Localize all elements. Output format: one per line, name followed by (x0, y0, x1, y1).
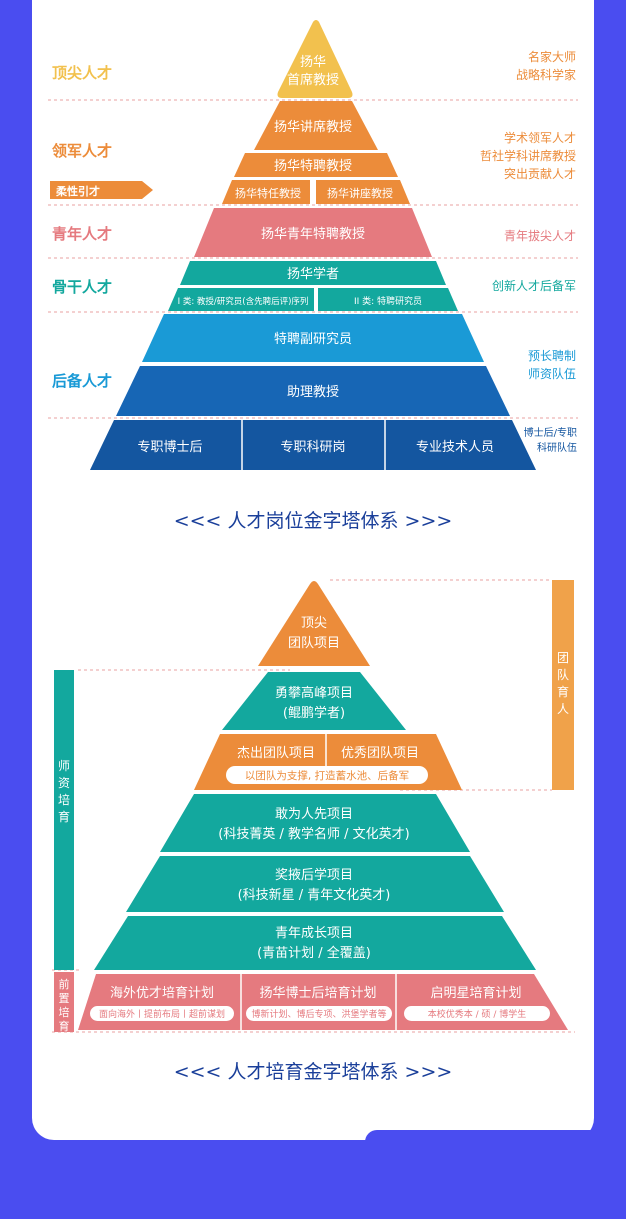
left-label-core: 骨干人才 (52, 278, 112, 296)
youth-line2: (青苗计划 / 全覆盖) (257, 945, 371, 961)
overseas-sub-pill (90, 1006, 234, 1021)
right-label-base-2: 科研队伍 (537, 441, 577, 454)
talent-position-pyramid: 扬华 首席教授 扬华讲席教授 扬华特聘教授 扬华特任教授 扬华讲座教授 扬华青年… (48, 20, 578, 532)
right-label-core: 创新人才后备军 (492, 278, 576, 293)
distinguished-label: 扬华特聘教授 (274, 158, 352, 174)
level-base (90, 420, 536, 470)
team-char-4: 人 (557, 702, 569, 716)
cultivation-apex (258, 581, 370, 666)
team-char-2: 队 (557, 667, 569, 682)
postdoc-sub: 博新计划、博后专项、洪堡学者等 (251, 1008, 386, 1020)
apex-label-line2: 首席教授 (287, 72, 339, 88)
left-label-youth: 青年人才 (52, 225, 112, 243)
right-label-top-2: 战略科学家 (516, 67, 576, 82)
level-apex (277, 20, 353, 98)
faculty-char-1: 师 (58, 759, 70, 773)
right-label-lead-3: 突出贡献人才 (504, 166, 576, 181)
associate-researcher-label: 特聘副研究员 (274, 332, 352, 347)
level-associate-researcher (142, 314, 484, 362)
young-label: 扬华青年特聘教授 (261, 226, 365, 242)
level-scholar-type1 (168, 288, 314, 311)
card-corner-cutout (365, 1130, 594, 1144)
level-distinguished-professor (234, 153, 398, 177)
level-dividers (48, 99, 578, 419)
pre-char-2: 置 (59, 992, 70, 1005)
pre-char-4: 育 (59, 1019, 70, 1033)
level-appointed-professor (222, 180, 310, 204)
scholar-label: 扬华学者 (287, 266, 339, 282)
peak-line1: 勇攀高峰项目 (275, 685, 353, 701)
base-postdoc-label: 专职博士后 (137, 440, 202, 455)
right-label-lead-1: 学术领军人才 (504, 130, 576, 145)
base-research-label: 专职科研岗 (280, 440, 345, 455)
caption-talent-pyramid: <<< 人才岗位金字塔体系 >>> (174, 510, 453, 532)
appointed-label: 扬华特任教授 (235, 186, 301, 200)
right-label-top-1: 名家大师 (528, 49, 576, 64)
overseas-sub: 面向海外丨提前布局丨超前谋划 (99, 1008, 225, 1020)
reward-line2: (科技新星 / 青年文化英才) (238, 887, 391, 903)
postdoc-title: 扬华博士后培育计划 (259, 985, 376, 1001)
caption-cultivation-pyramid: <<< 人才培育金字塔体系 >>> (174, 1061, 453, 1083)
faculty-char-4: 育 (58, 809, 70, 824)
team-char-1: 团 (557, 651, 569, 665)
scholar-type2-label: II 类: 特聘研究员 (354, 295, 422, 307)
youth-line1: 青年成长项目 (275, 926, 353, 941)
morningstar-sub: 本校优秀本 / 硕 / 博学生 (428, 1008, 527, 1020)
left-label-flexible: 柔性引才 (55, 184, 100, 198)
talent-cultivation-pyramid: 团 队 育 人 师 资 培 育 前 置 培 育 顶尖 团队项目 勇攀高峰项目 (… (52, 579, 575, 1083)
level-scholar-type2 (318, 288, 458, 311)
morningstar-title: 启明星培育计划 (430, 985, 521, 1001)
pre-char-3: 培 (59, 1005, 70, 1019)
peak-line2: (鲲鹏学者) (283, 705, 345, 721)
cult-apex-line2: 团队项目 (288, 636, 340, 651)
level-young-professor (194, 208, 432, 257)
level-lecture-professor (316, 180, 410, 204)
right-label-reserve-1: 预长聘制 (528, 349, 576, 363)
level-assistant-professor (116, 366, 510, 416)
scholar-type1-label: I 类: 教授/研究员(含先聘后评)序列 (178, 296, 309, 307)
level-chair-professor (254, 101, 378, 150)
cult-apex-line1: 顶尖 (301, 616, 327, 631)
left-label-top: 顶尖人才 (52, 64, 112, 82)
excellent-team-label: 优秀团队项目 (341, 746, 419, 761)
base-technical-label: 专业技术人员 (416, 440, 494, 455)
daring-line1: 敢为人先项目 (275, 807, 353, 822)
cultivation-reward (126, 856, 504, 912)
team-char-3: 育 (557, 684, 569, 699)
overseas-title: 海外优才培育计划 (110, 985, 214, 1001)
faculty-cultivation-bar (54, 670, 74, 970)
cultivation-peak (222, 672, 406, 730)
outstanding-team-label: 杰出团队项目 (237, 746, 315, 761)
cultivation-daring (160, 794, 470, 852)
apex-label-line1: 扬华 (300, 55, 326, 70)
lecture-label: 扬华讲座教授 (327, 186, 393, 200)
left-label-lead: 领军人才 (51, 142, 112, 160)
cultivation-youth (94, 916, 536, 970)
team-note: 以团队为支撑, 打造蓄水池、后备军 (245, 769, 409, 782)
reward-line1: 奖掖后学项目 (275, 867, 353, 883)
left-label-reserve: 后备人才 (52, 372, 112, 390)
flexible-recruit-arrow (50, 181, 153, 199)
cultivation-base (78, 974, 568, 1030)
chair-label: 扬华讲席教授 (274, 119, 352, 135)
pre-cultivation-bar (54, 972, 74, 1032)
right-label-base-1: 博士后/专职 (524, 426, 577, 439)
faculty-char-3: 培 (58, 792, 70, 807)
faculty-char-2: 资 (58, 776, 70, 790)
right-label-reserve-2: 师资队伍 (528, 366, 576, 381)
daring-line2: (科技菁英 / 教学名师 / 文化英才) (218, 826, 409, 842)
level-scholar (180, 261, 446, 285)
assistant-professor-label: 助理教授 (287, 384, 339, 400)
morningstar-sub-pill (404, 1006, 550, 1021)
pre-char-1: 前 (59, 977, 70, 991)
team-cultivation-bar (552, 580, 574, 790)
right-label-lead-2: 哲社学科讲席教授 (480, 148, 576, 163)
right-label-youth: 青年拔尖人才 (504, 228, 576, 243)
postdoc-sub-pill (246, 1006, 392, 1021)
team-note-pill (226, 766, 428, 784)
